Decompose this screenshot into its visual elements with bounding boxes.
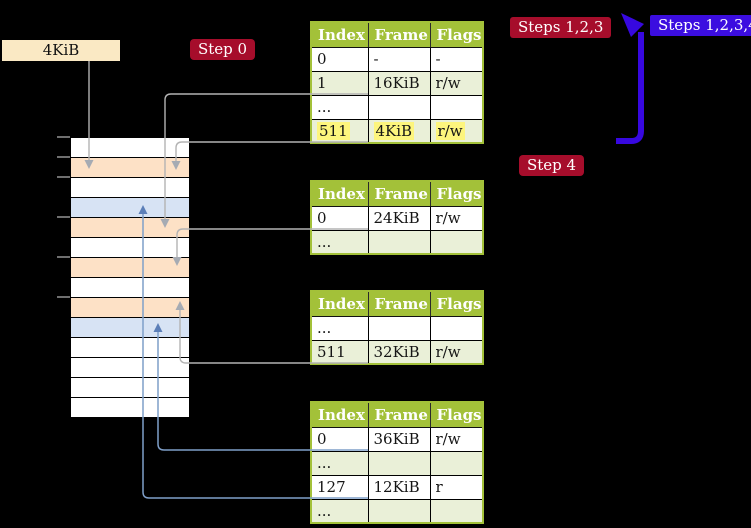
- column-header-flags: Flags: [430, 291, 484, 317]
- memory-frame-row-white: [71, 338, 189, 358]
- step0-badge: Step 0: [190, 39, 256, 60]
- memory-boundary-tick: [57, 136, 70, 138]
- memory-boundary-tick: [57, 256, 70, 258]
- table-cell: ...: [310, 94, 369, 120]
- column-header-frame: Frame: [368, 402, 431, 428]
- table-cell: 1: [310, 70, 369, 96]
- column-header-flags: Flags: [430, 22, 484, 48]
- memory-frame-row-orange: [71, 158, 189, 178]
- table-cell: 0: [310, 205, 369, 231]
- table-cell: 24KiB: [367, 205, 431, 231]
- table-cell: [367, 450, 431, 476]
- table-row: ...: [310, 450, 484, 476]
- highlighted-value: r/w: [435, 121, 465, 140]
- memory-frame-row-blue: [71, 198, 189, 218]
- column-header-frame: Frame: [368, 22, 431, 48]
- table-cell: 32KiB: [367, 339, 431, 365]
- memory-boundary-tick: [57, 176, 70, 178]
- table-cell: r/w: [429, 70, 484, 96]
- page-size-box: 4KiB: [2, 40, 120, 61]
- table-cell: [367, 498, 431, 524]
- memory-frame-row-white: [71, 238, 189, 258]
- table-row: ...: [310, 498, 484, 524]
- table-cell: ...: [310, 315, 369, 341]
- physical-memory-column: [70, 137, 190, 418]
- column-header-index: Index: [311, 291, 369, 317]
- table-cell: 127: [310, 474, 369, 500]
- table-cell: [367, 94, 431, 120]
- table-cell: ...: [310, 498, 369, 524]
- table-cell: 4KiB: [367, 118, 431, 144]
- table-cell: [429, 315, 484, 341]
- table-cell: 511: [310, 118, 369, 144]
- memory-frame-row-white: [71, 138, 189, 158]
- table-cell: r/w: [429, 205, 484, 231]
- memory-frame-row-white: [71, 378, 189, 398]
- table-cell: [429, 498, 484, 524]
- table-cell: r: [429, 474, 484, 500]
- memory-frame-row-white: [71, 178, 189, 198]
- column-header-index: Index: [311, 402, 369, 428]
- table-cell: [429, 229, 484, 255]
- column-header-index: Index: [311, 22, 369, 48]
- table-cell: r/w: [429, 339, 484, 365]
- table-row: ...: [310, 315, 484, 341]
- table-row: ...: [310, 94, 484, 120]
- highlighted-value: 511: [317, 121, 350, 140]
- table-cell: 0: [310, 46, 369, 72]
- memory-boundary-tick: [57, 156, 70, 158]
- steps1234-badge: Steps 1,2,3,4: [650, 15, 751, 36]
- connector-t1-index511-to-mem-frame4k: [175, 141, 368, 161]
- memory-frame-row-orange: [71, 258, 189, 278]
- table-cell: 16KiB: [367, 70, 431, 96]
- column-header-flags: Flags: [430, 402, 484, 428]
- table-row: ...: [310, 229, 484, 255]
- table-cell: r/w: [429, 118, 484, 144]
- table-row: 511 4KiB r/w: [310, 118, 484, 144]
- table-cell: [429, 450, 484, 476]
- table-cell: [367, 315, 431, 341]
- memory-frame-row-orange: [71, 218, 189, 238]
- table-cell: -: [429, 46, 484, 72]
- column-header-frame: Frame: [368, 181, 431, 207]
- step4-badge: Step 4: [519, 155, 585, 176]
- table-cell: ...: [310, 450, 369, 476]
- table-cell: 511: [310, 339, 369, 365]
- table-cell: ...: [310, 229, 369, 255]
- memory-frame-row-white: [71, 278, 189, 298]
- arrow-steps1234-loop-to-table1-arrowhead: [621, 13, 644, 37]
- highlighted-value: 4KiB: [373, 121, 415, 140]
- column-header-flags: Flags: [430, 181, 484, 207]
- memory-frame-row-white: [71, 358, 189, 378]
- table-cell: 0: [310, 426, 369, 452]
- table-row: 0--: [310, 46, 484, 72]
- memory-frame-row-blue: [71, 318, 189, 338]
- table-cell: r/w: [429, 426, 484, 452]
- table-cell: 36KiB: [367, 426, 431, 452]
- table-cell: -: [367, 46, 431, 72]
- table-cell: [429, 94, 484, 120]
- memory-frame-row-orange: [71, 298, 189, 318]
- table-cell: 12KiB: [367, 474, 431, 500]
- arrow-steps1234-loop-to-table1: [616, 32, 644, 144]
- steps123-badge: Steps 1,2,3: [510, 17, 612, 38]
- memory-frame-row-white: [71, 398, 189, 417]
- memory-boundary-tick: [57, 296, 70, 298]
- memory-boundary-tick: [57, 216, 70, 218]
- column-header-index: Index: [311, 181, 369, 207]
- table-cell: [367, 229, 431, 255]
- column-header-frame: Frame: [368, 291, 431, 317]
